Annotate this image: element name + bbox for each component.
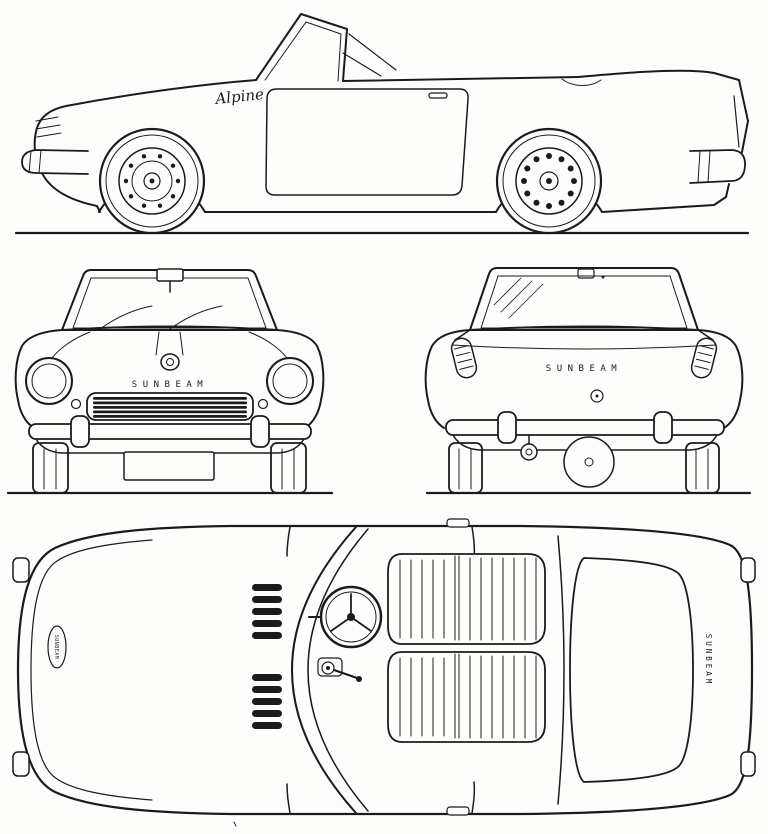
bumper-overrider-right	[250, 415, 270, 448]
trunk-sunbeam-lettering: SUNBEAM	[704, 634, 713, 687]
top-overrider-rear-left	[740, 557, 756, 583]
deck-seam	[561, 78, 602, 86]
grille	[86, 392, 254, 421]
quarter-window-brace	[348, 33, 397, 71]
door-hinge-left	[446, 518, 470, 528]
seat-left-pleats	[399, 555, 537, 641]
front-windshield	[61, 268, 278, 331]
front-sunbeam-lettering: SUNBEAM	[132, 380, 208, 390]
door-seams	[286, 518, 476, 816]
quarter-window-brace-2	[342, 52, 382, 77]
headlight-left	[25, 357, 73, 405]
cockpit-line	[342, 76, 579, 82]
door-handle	[428, 92, 448, 99]
top-overrider-front-left	[12, 557, 30, 583]
front-body	[14, 325, 325, 429]
hood-panel-line	[30, 539, 153, 801]
rear-wheel	[495, 127, 603, 235]
side-view: Alpine	[14, 13, 750, 235]
parking-lamp-right	[257, 398, 269, 410]
body-outline-top	[16, 524, 754, 816]
top-view: SUNBEAM SUNBEAM	[12, 518, 756, 827]
rear-view: SUNBEAM	[424, 267, 752, 495]
tail-fin	[577, 69, 749, 153]
steering-wheel	[319, 585, 383, 649]
windshield-side	[255, 13, 397, 82]
front-view: SUNBEAM	[6, 268, 334, 495]
front-bumper	[28, 423, 312, 440]
tow-hitch	[520, 434, 538, 461]
rear-hub-bolts	[521, 153, 577, 209]
front-bumper-overrider	[21, 149, 89, 175]
rear-tires	[448, 442, 720, 494]
front-hub-bolts	[123, 154, 181, 208]
taillight-right	[690, 337, 718, 379]
door-outline	[265, 88, 469, 196]
rear-body	[424, 325, 744, 429]
exhaust-housing	[563, 436, 615, 488]
rear-overrider-right	[653, 411, 673, 444]
door-panel	[265, 88, 469, 196]
nose-vents	[35, 116, 62, 138]
rear-sunbeam-lettering: SUNBEAM	[546, 364, 622, 374]
rear-window	[469, 267, 699, 331]
taillight-edge	[733, 95, 740, 148]
windshield-frame	[255, 13, 348, 82]
headlight-right	[266, 357, 314, 405]
top-overrider-rear-right	[740, 751, 756, 777]
front-tires	[32, 442, 307, 494]
hood-line	[33, 79, 257, 172]
rearview-mirror	[156, 268, 184, 282]
windshield-glass	[264, 21, 342, 82]
trunk-lid	[569, 557, 694, 783]
hood-nose-badge: SUNBEAM	[47, 625, 67, 669]
seat-right-pleats	[399, 653, 537, 739]
rear-bumper-overrider	[689, 149, 746, 184]
windshield-top	[291, 526, 369, 814]
taillight-left	[450, 337, 478, 379]
front-wheel	[98, 127, 206, 235]
top-overrider-front-right	[12, 751, 30, 777]
rear-overrider-left	[497, 411, 517, 444]
cockpit-rear-edge	[557, 535, 565, 805]
trunk-badge	[590, 389, 604, 403]
door-hinge-right	[446, 806, 470, 816]
gear-shifter	[317, 657, 362, 682]
rear-valance	[601, 183, 730, 213]
hood-badge	[160, 353, 180, 371]
cowl-vents	[252, 584, 282, 729]
alpine-script-badge: Alpine	[213, 85, 265, 108]
front-valance	[40, 170, 101, 213]
parking-lamp-left	[70, 398, 82, 410]
rear-bumper	[445, 419, 725, 436]
svg-text:SUNBEAM: SUNBEAM	[53, 635, 59, 660]
wiper-right	[169, 305, 223, 330]
scan-speck	[233, 821, 237, 827]
seat-right	[387, 651, 546, 743]
mirror-back	[577, 268, 595, 279]
trunk-seam	[451, 344, 717, 350]
bumper-overrider-left	[70, 415, 90, 448]
cowl-line	[61, 325, 278, 331]
seat-left	[387, 553, 546, 645]
license-plate	[123, 451, 215, 481]
wiper-left	[99, 305, 153, 330]
